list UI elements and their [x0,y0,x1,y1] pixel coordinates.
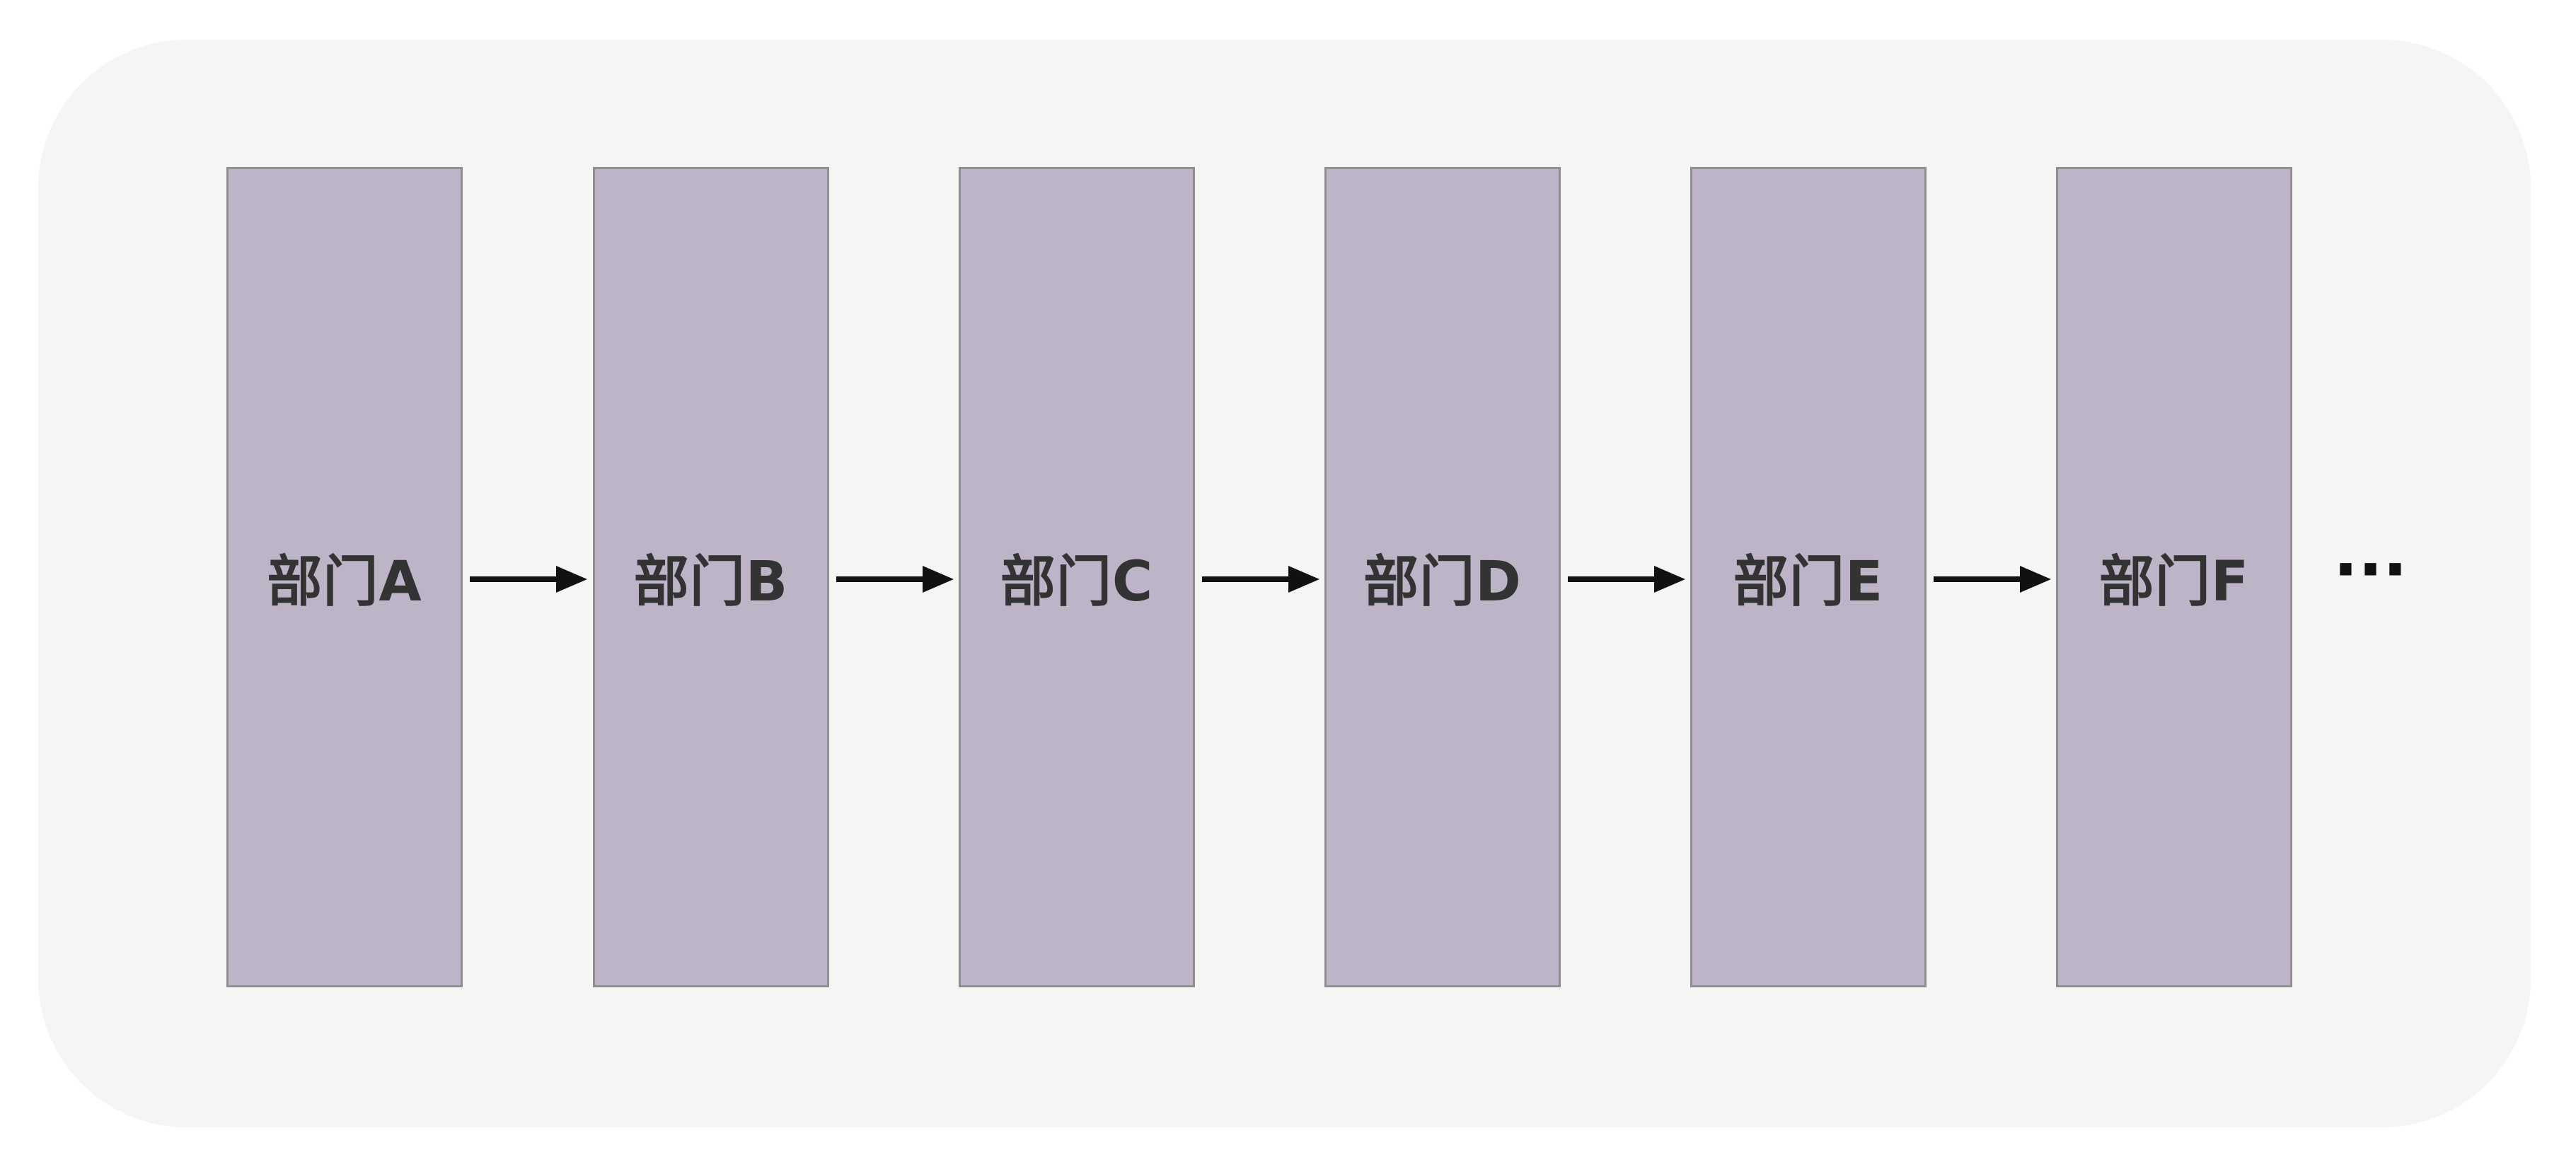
node-department-f: 部门F [2056,167,2292,987]
node-department-c: 部门C [959,167,1195,987]
node-label: 部门A [267,550,422,614]
node-department-a: 部门A [226,167,463,987]
arrow-c-to-d [1202,566,1319,593]
arrow-b-to-c [836,566,954,593]
node-label: 部门E [1733,550,1884,614]
node-department-e: 部门E [1690,167,1927,987]
node-department-b: 部门B [593,167,829,987]
arrow-a-to-b [470,566,587,593]
node-department-d: 部门D [1324,167,1561,987]
node-label: 部门F [2098,550,2250,614]
continuation-ellipsis: ··· [2333,532,2408,608]
arrow-d-to-e [1568,566,1685,593]
node-label: 部门C [1000,550,1154,614]
node-label: 部门B [633,550,789,614]
node-label: 部门D [1363,550,1522,614]
arrow-e-to-f [1934,566,2051,593]
